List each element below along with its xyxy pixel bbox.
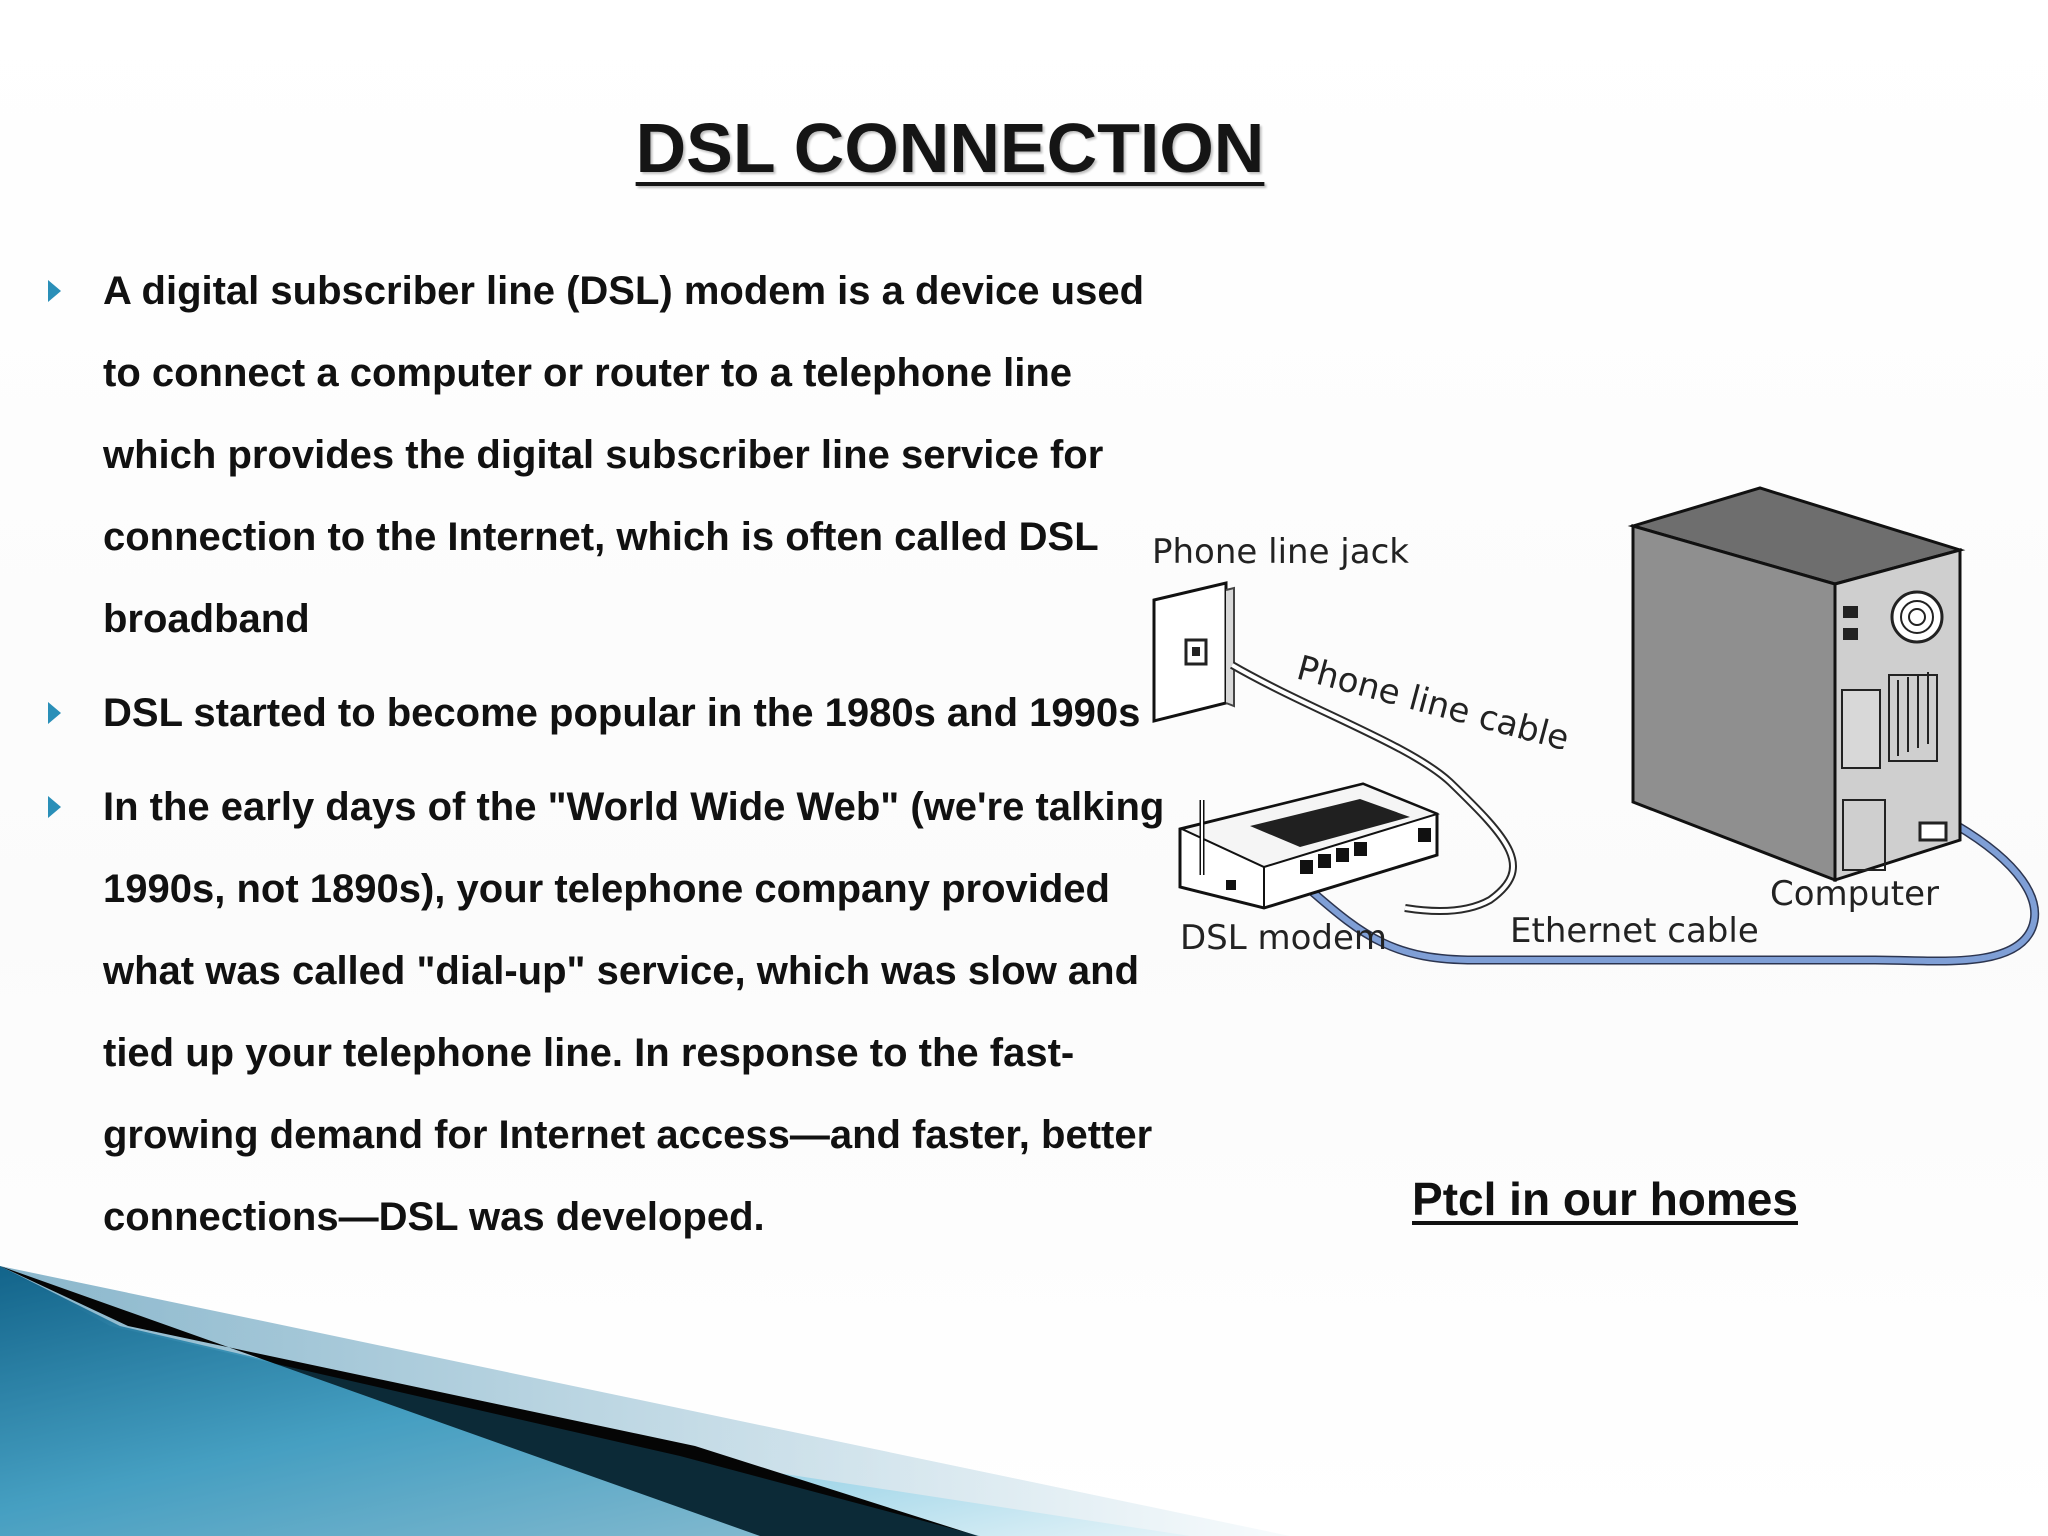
bullet-arrow-icon [48,796,61,818]
bullet-item-2: DSL started to become popular in the 198… [40,672,1180,754]
bullet-arrow-icon [48,702,61,724]
phone-line-jack-label: Phone line jack [1152,532,1409,572]
dsl-modem-icon [1178,782,1440,910]
bullet-text-2: DSL started to become popular in the 198… [103,691,1141,735]
image-caption: Ptcl in our homes [1412,1173,1798,1225]
bottom-left-decoration [0,1266,1290,1536]
bullet-text-1: A digital subscriber line (DSL) modem is… [103,269,1145,641]
bullet-list: A digital subscriber line (DSL) modem is… [40,250,1180,1270]
ethernet-cable-label: Ethernet cable [1510,911,1759,951]
slide-title: DSL CONNECTION [0,108,1900,188]
phone-line-jack-icon [1152,581,1235,723]
bullet-arrow-icon [48,280,61,302]
computer-label: Computer [1770,874,1939,914]
bullet-item-1: A digital subscriber line (DSL) modem is… [40,250,1180,660]
dsl-modem-label: DSL modem [1180,918,1387,958]
dsl-connection-diagram: Phone line jack Phone line cable DSL mod… [1152,486,2040,966]
bullet-text-3: In the early days of the "World Wide Web… [103,785,1165,1239]
computer-tower-icon [1627,486,1966,883]
phone-line-cable-label: Phone line cable [1293,648,1574,759]
bullet-item-3: In the early days of the "World Wide Web… [40,766,1180,1258]
slide-title-text: DSL CONNECTION [635,109,1265,187]
